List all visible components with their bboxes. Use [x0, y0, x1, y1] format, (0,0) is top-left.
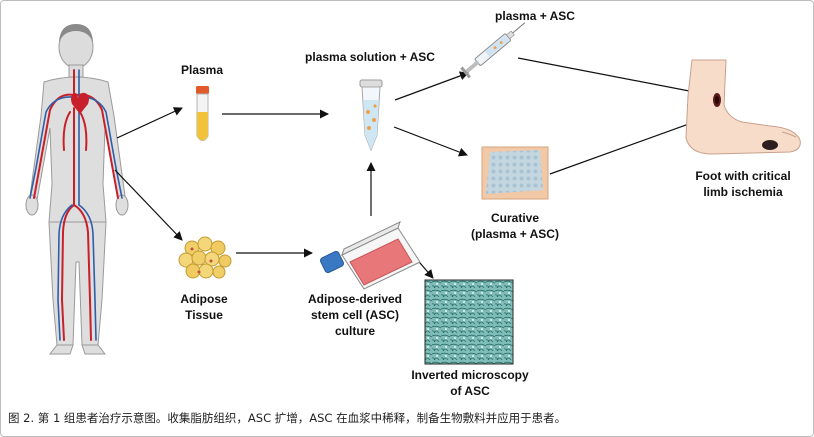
- microscopy-label: Inverted microscopy of ASC: [411, 368, 529, 398]
- curative-dressing-icon: [481, 146, 549, 200]
- microscopy-image: [424, 279, 514, 365]
- plasma-solution-tube-icon: [359, 79, 383, 152]
- plasma-solution-label: plasma solution + ASC: [305, 50, 435, 64]
- syringe-icon: [460, 22, 526, 79]
- asc-culture-label: Adipose-derived stem cell (ASC) culture: [307, 292, 403, 338]
- foot-label: Foot with critical limb ischemia: [695, 169, 791, 199]
- curative-label: Curative (plasma + ASC): [471, 211, 559, 241]
- cell-culture-flask-icon: [320, 221, 421, 290]
- human-body-illustration: [25, 24, 129, 355]
- adipose-tissue-label: Adipose Tissue: [180, 292, 228, 322]
- figure-caption: 图 2. 第 1 组患者治疗示意图。收集脂肪组织，ASC 扩增，ASC 在血浆中…: [8, 411, 567, 425]
- plasma-label: Plasma: [180, 63, 224, 77]
- plasma-tube-icon: [196, 86, 209, 141]
- syringe-label: plasma + ASC: [495, 9, 575, 23]
- foot-illustration: [685, 59, 801, 155]
- adipose-tissue-icon: [178, 236, 232, 279]
